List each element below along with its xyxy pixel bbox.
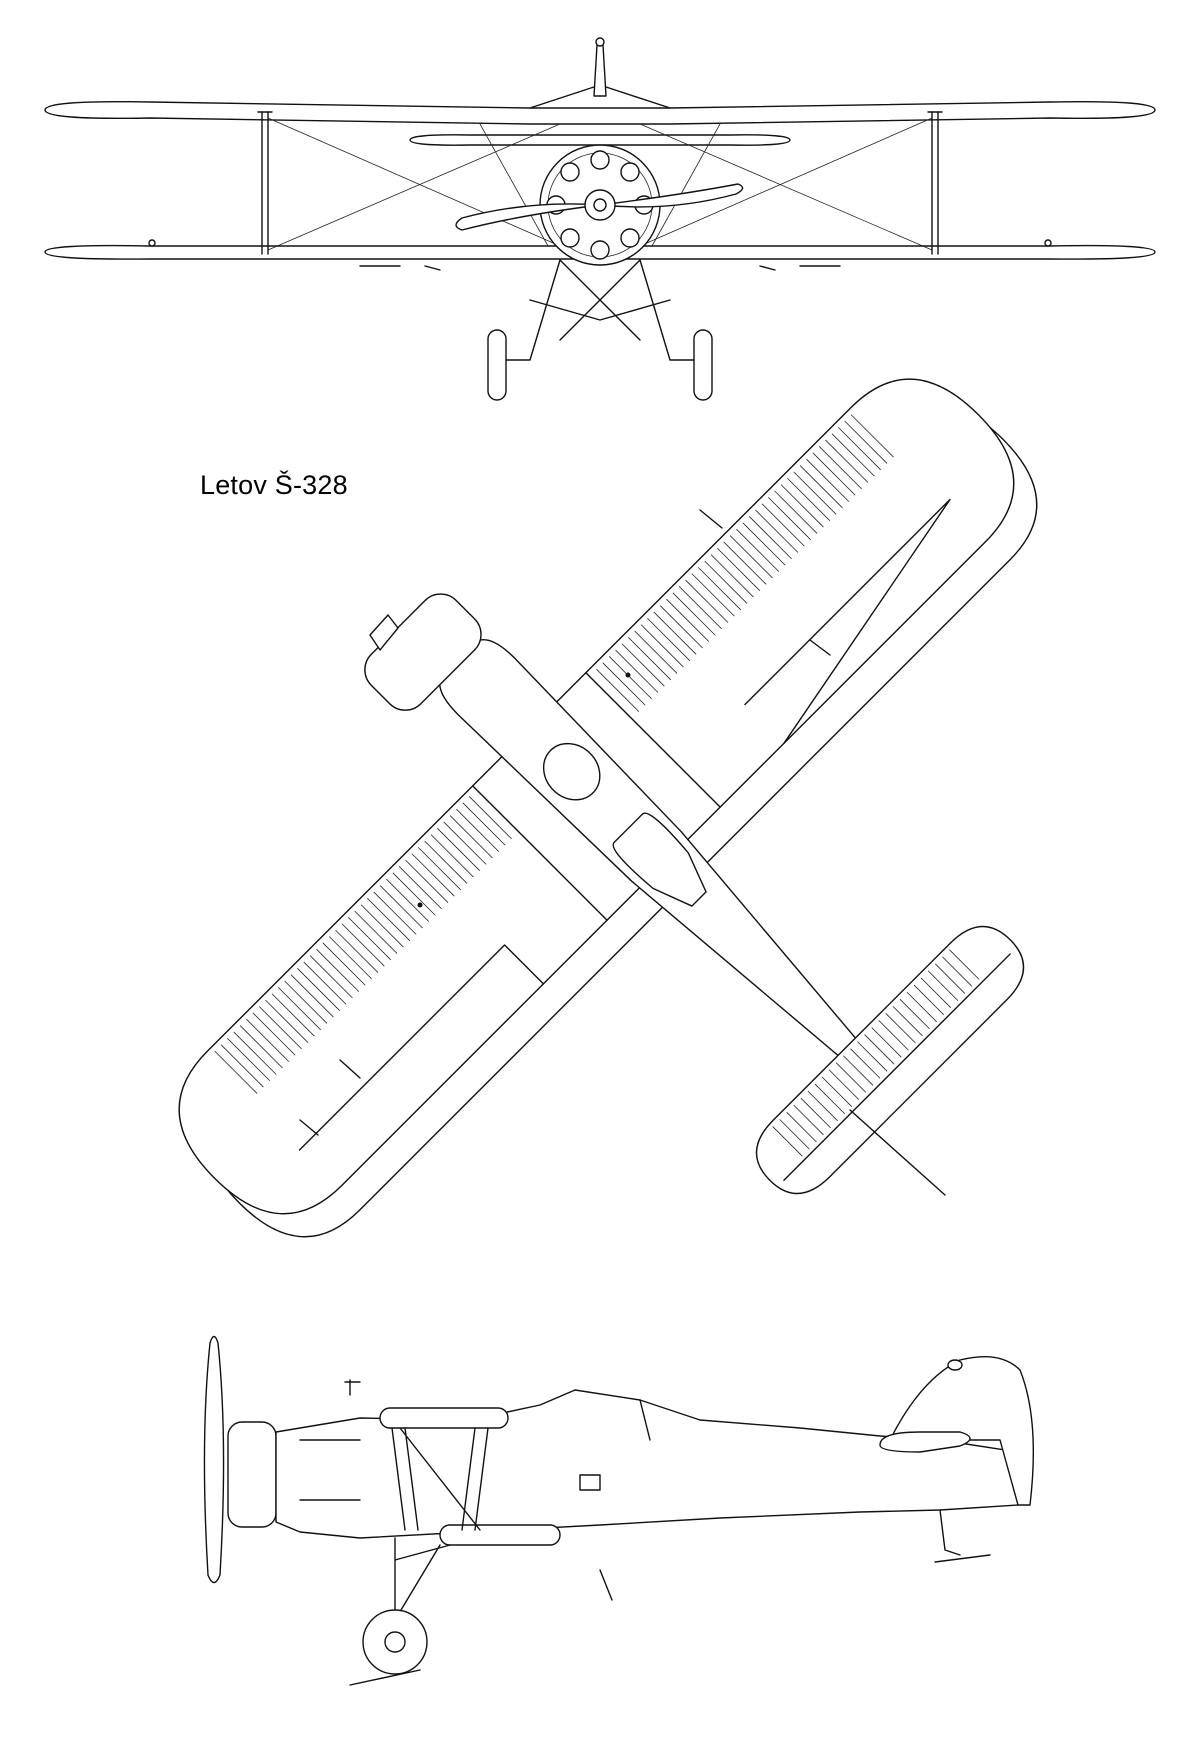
top-cockpit-front — [542, 742, 601, 801]
side-lower-wing — [439, 1524, 561, 1546]
front-tailplane — [409, 134, 791, 146]
side-view — [203, 1335, 1035, 1686]
tail-skid — [934, 1509, 991, 1563]
side-landing-gear — [394, 1537, 451, 1621]
engine-cylinders — [546, 150, 654, 260]
front-upper-wing — [44, 100, 1156, 125]
side-tailplane — [879, 1431, 971, 1453]
top-view — [178, 378, 1038, 1238]
side-engine — [227, 1421, 277, 1528]
side-upper-wing — [379, 1407, 509, 1429]
top-cockpit-rear — [612, 812, 707, 907]
side-propeller — [203, 1335, 225, 1584]
side-fin-rudder — [889, 1355, 1035, 1506]
wing-ribs — [214, 414, 894, 1094]
right-wheel — [693, 329, 713, 401]
front-view — [44, 37, 1156, 401]
left-wheel — [487, 329, 507, 401]
side-struts — [391, 1427, 489, 1531]
aircraft-title: Letov Š-328 — [200, 470, 348, 500]
front-landing-gear — [504, 259, 696, 361]
front-fin — [593, 44, 607, 97]
